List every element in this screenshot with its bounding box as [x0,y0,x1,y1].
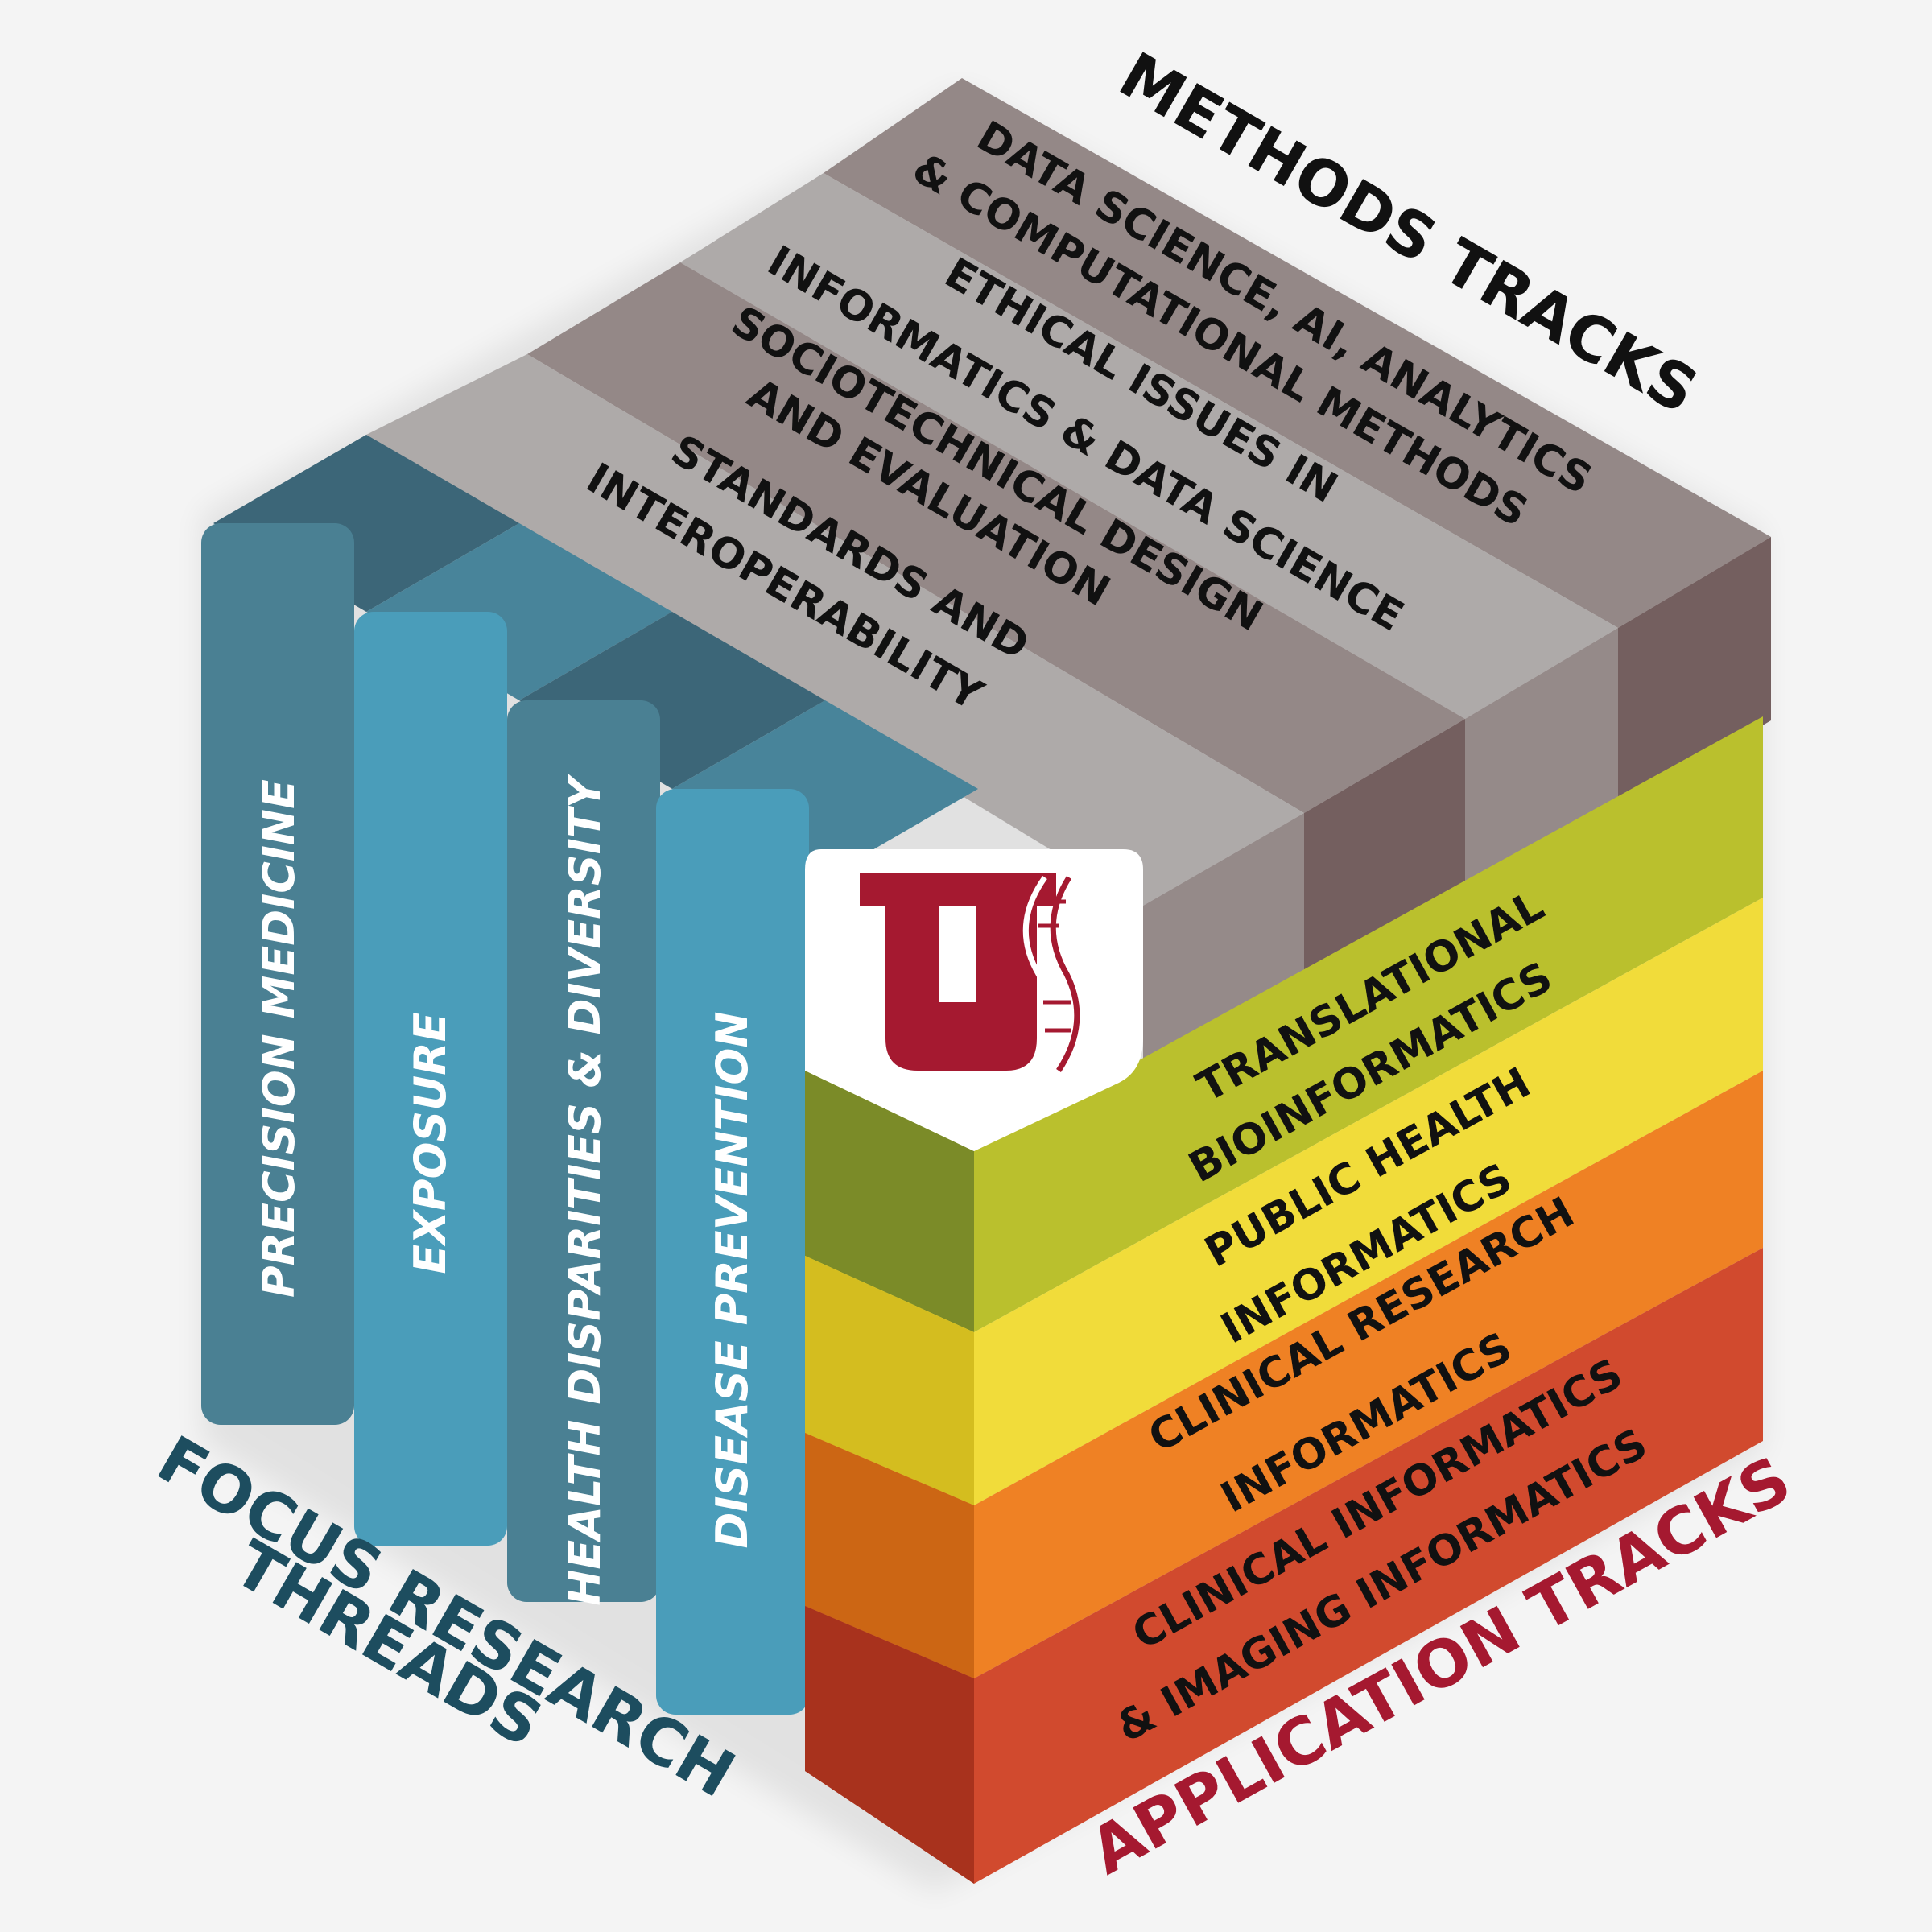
focus-threads-face [201,435,978,1715]
focus-label-disease-prevention: DISEASE PREVENTION [707,1011,758,1548]
app-band-translational[interactable] [805,716,1763,1332]
methods-strip-data-science[interactable] [824,78,1771,628]
methods-strip-sociotechnical[interactable] [527,262,1465,813]
methods-strip-ethical-issues[interactable] [680,173,1618,719]
focus-label-health-disparities: HEALTH DISPARITIES & DIVERSITY [559,773,610,1605]
app-band-public-health[interactable] [805,898,1763,1505]
focus-label-precision-medicine: PRECISION MEDICINE [254,779,304,1298]
methods-tracks-face [366,78,1771,1079]
app-band-clinical-research[interactable] [805,1071,1763,1678]
focus-column-disease-prevention[interactable] [656,789,809,1715]
university-u-dna-logo [805,849,1143,1151]
focus-column-precision-medicine[interactable] [201,523,354,1425]
app-band-clinical-imaging[interactable] [805,1248,1763,1884]
focus-column-exposure[interactable] [354,612,507,1546]
application-tracks-face [805,716,1763,1884]
focus-thread-labels: PRECISION MEDICINE EXPOSURE HEALTH DISPA… [254,773,758,1605]
focus-column-health-disparities[interactable] [507,700,660,1602]
methods-strip-standards[interactable] [366,354,1304,906]
focus-label-exposure: EXPOSURE [405,1012,456,1274]
